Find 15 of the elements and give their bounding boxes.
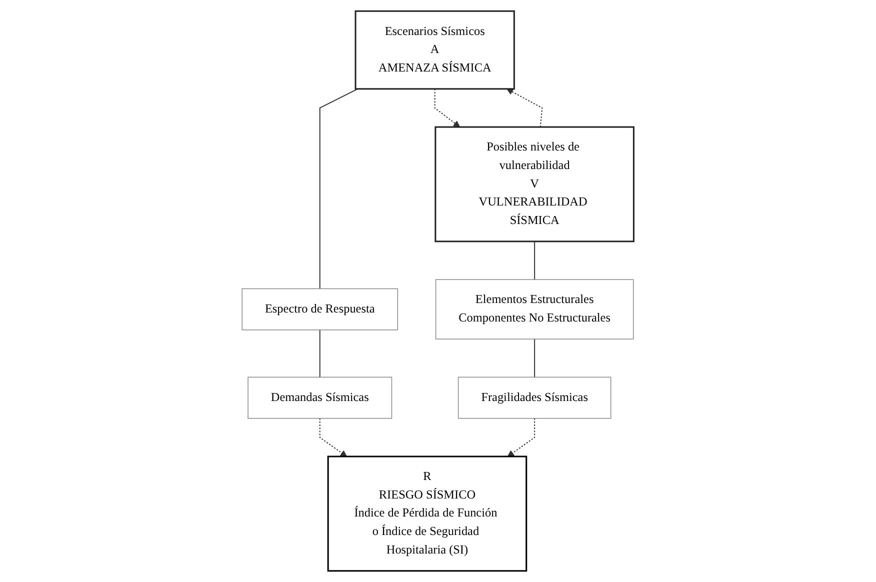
connector [534,338,536,378]
arrow [506,88,543,128]
connector [319,329,320,378]
connector [319,88,358,290]
arrow [508,418,536,457]
node-box: Elementos Estructurales Componentes No Estructurales [435,279,634,340]
arrow [434,88,460,128]
node-box: Escenarios Sísmicos A AMENAZA SÍSMICA [354,10,516,90]
node-box: R RIESGO SÍSMICO Índice de Pérdida de Función o Índice de Seguridad Hospitalaria (SI) [327,456,528,572]
node-box: Fragilidades Sísmicas [458,376,612,419]
arrow [319,418,348,457]
connector [534,240,536,280]
node-box: Posibles niveles de vulnerabilidad V VULNERABILIDAD SÍSMICA [434,126,635,242]
node-box: Espectro de Respuesta [242,288,398,330]
node-box: Demandas Sísmicas [248,376,392,419]
